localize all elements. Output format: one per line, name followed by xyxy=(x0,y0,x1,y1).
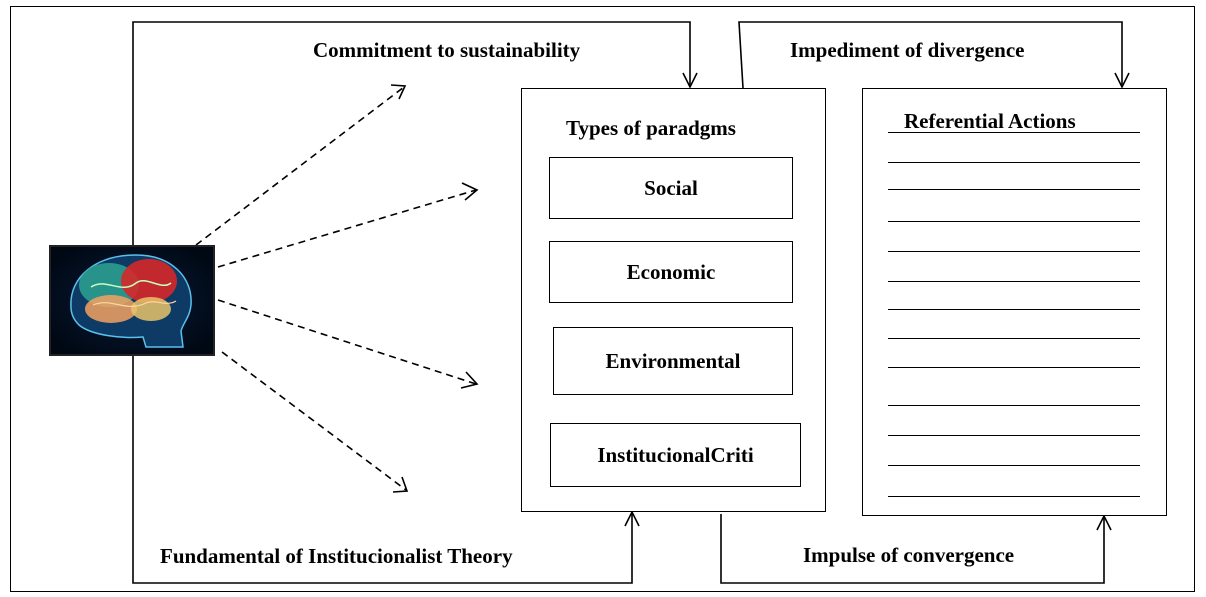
referential-line xyxy=(888,338,1140,339)
fundamental-connector xyxy=(132,356,633,584)
referential-line xyxy=(888,496,1140,497)
dashed-arrow-2 xyxy=(217,189,477,268)
referential-line xyxy=(888,162,1140,163)
diagram-frame xyxy=(10,6,1195,592)
referential-line xyxy=(888,251,1140,252)
dashed-arrowhead-3 xyxy=(460,371,479,389)
dashed-arrowhead-4 xyxy=(392,476,409,493)
dashed-arrow-4 xyxy=(221,351,407,491)
dashed-arrowhead-2 xyxy=(461,182,479,201)
impediment-label: Impediment of divergence xyxy=(790,38,1025,62)
referential-line xyxy=(888,435,1140,436)
paradigm-environmental: Environmental xyxy=(553,327,793,395)
impediment-connector xyxy=(738,21,1123,89)
impediment-arrowhead xyxy=(1114,72,1130,89)
referential-line xyxy=(888,189,1140,190)
referential-line xyxy=(888,221,1140,222)
referential-line xyxy=(888,367,1140,368)
impulse-label: Impulse of convergence xyxy=(803,543,1015,567)
brain-head-icon xyxy=(49,245,215,356)
referential-title-underline xyxy=(888,132,1140,133)
referential-line xyxy=(888,465,1140,466)
commitment-label: Commitment to sustainability xyxy=(313,38,581,62)
commitment-connector xyxy=(132,21,691,245)
impulse-connector xyxy=(720,514,1105,584)
fundamental-label: Fundamental of Institucionalist Theory xyxy=(160,544,513,568)
paradigm-institutional: InstitucionalCriti xyxy=(550,423,801,487)
paradigm-economic: Economic xyxy=(549,241,793,303)
paradigm-title: Types of paradgms xyxy=(566,116,736,140)
referential-line xyxy=(888,309,1140,310)
referential-title: Referential Actions xyxy=(904,109,1076,133)
dashed-arrow-3 xyxy=(217,299,477,385)
referential-line xyxy=(888,281,1140,282)
impulse-arrowhead xyxy=(1096,514,1112,531)
referential-actions-box xyxy=(862,88,1167,516)
fundamental-arrowhead xyxy=(624,510,640,527)
commitment-arrowhead xyxy=(682,72,698,89)
referential-line xyxy=(888,405,1140,406)
paradigm-social: Social xyxy=(549,157,793,219)
dashed-arrowhead-1 xyxy=(390,84,407,100)
dashed-arrow-1 xyxy=(195,86,405,246)
